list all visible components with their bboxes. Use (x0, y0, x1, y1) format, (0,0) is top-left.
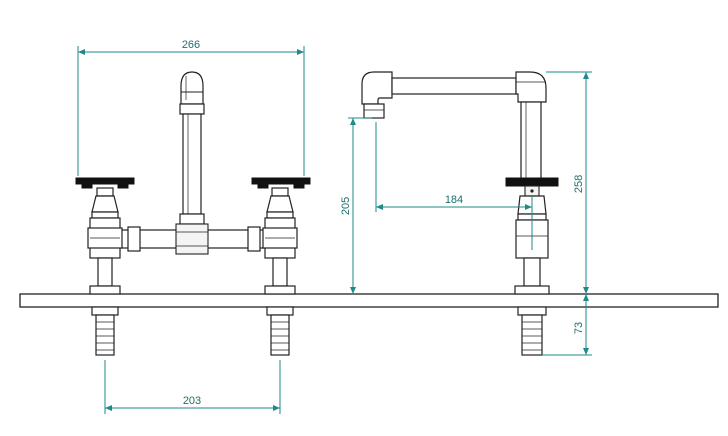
left-wheel-handle-icon (75, 177, 135, 189)
countertop (19, 293, 719, 308)
side-shank (517, 306, 547, 356)
dimension-valve-spacing: 203 (104, 360, 281, 414)
dimension-spout-height: 205 (340, 117, 372, 294)
left-valve (75, 177, 135, 295)
dimension-label-spout-reach: 184 (445, 194, 463, 206)
front-view: 266 203 (75, 39, 311, 414)
dimension-overall-height: 258 (546, 71, 592, 294)
dimension-label-width: 266 (182, 39, 200, 51)
dimension-label-spout-height: 205 (340, 197, 352, 215)
side-wheel-handle-icon (505, 177, 559, 187)
bridge-pipe (119, 223, 267, 255)
dimension-label-below-counter: 73 (573, 322, 585, 334)
dimension-label-spacing: 203 (183, 395, 201, 407)
right-shank (266, 306, 294, 356)
left-shank (91, 306, 119, 356)
spout-arm (361, 71, 547, 119)
side-view: 205 184 258 73 (340, 71, 592, 356)
spout-riser (179, 71, 205, 225)
dimension-label-overall-height: 258 (573, 175, 585, 193)
dimension-overall-width: 266 (77, 39, 305, 176)
dimension-below-counter: 73 (542, 294, 592, 356)
right-valve (251, 177, 311, 295)
right-wheel-handle-icon (251, 177, 311, 189)
dimension-spout-reach: 184 (375, 122, 533, 250)
